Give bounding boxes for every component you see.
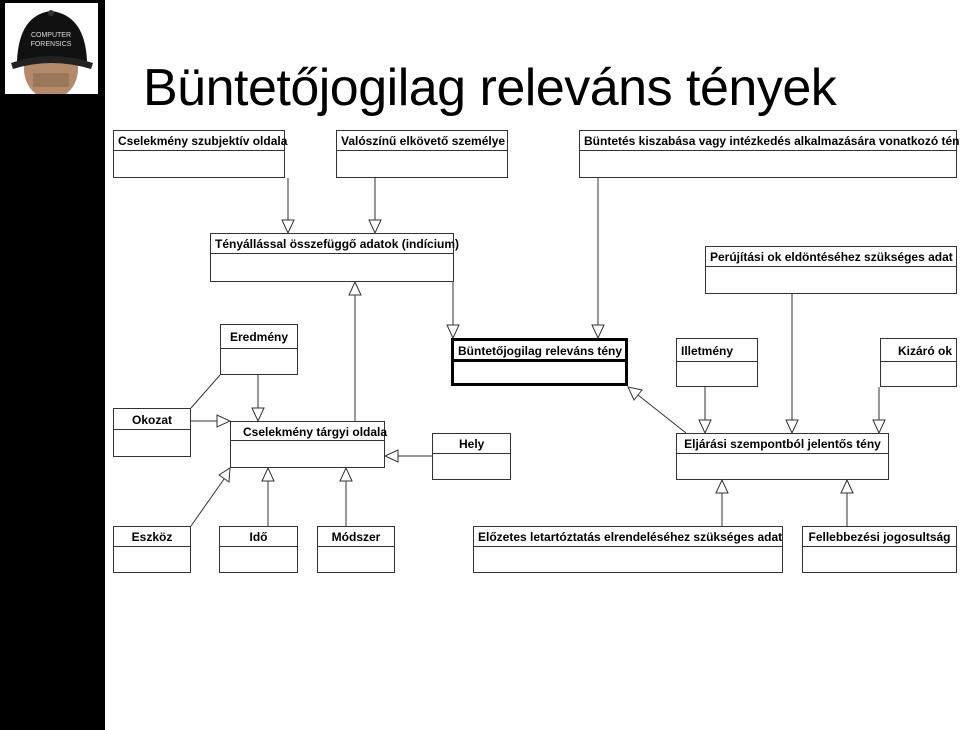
node-label: Eredmény: [221, 325, 297, 349]
node-eljarasi-szempontbol: Eljárási szempontból jelentős tény: [676, 433, 889, 480]
node-eszkoz: Eszköz: [113, 526, 191, 573]
arrowhead-icon: [627, 386, 643, 401]
node-elozetes-letartoztatas: Előzetes letartóztatás elrendeléséhez sz…: [473, 526, 783, 573]
node-label: Kizáró ok: [881, 339, 956, 362]
node-label: Hely: [433, 434, 510, 454]
connector-line: [190, 374, 221, 409]
node-label: Előzetes letartóztatás elrendeléséhez sz…: [474, 527, 782, 547]
forensics-logo: COMPUTER FORENSICS: [5, 3, 98, 94]
node-indicium: Tényállással összefüggő adatok (indícium…: [210, 233, 459, 282]
forensics-cap-icon: COMPUTER FORENSICS: [11, 10, 93, 94]
svg-text:COMPUTER: COMPUTER: [31, 32, 71, 39]
node-label: Idő: [220, 527, 297, 547]
arrowhead-icon: [339, 466, 353, 482]
node-label: Módszer: [318, 527, 394, 547]
arrowhead-icon: [281, 219, 295, 235]
arrowhead-icon: [446, 324, 460, 340]
arrowhead-icon: [698, 419, 712, 435]
node-buntetojogilag-relevans-teny: Büntetőjogilag releváns tény: [451, 338, 628, 386]
node-label: Perújítási ok eldöntéséhez szükséges ada…: [706, 247, 956, 267]
arrowhead-icon: [383, 449, 399, 463]
node-label: Büntetőjogilag releváns tény: [454, 341, 625, 362]
arrowhead-icon: [591, 324, 605, 340]
arrowhead-icon: [251, 407, 265, 423]
page-title: Büntetőjogilag releváns tények: [143, 59, 837, 117]
node-buntetes-kiszabasa: Büntetés kiszabása vagy intézkedés alkal…: [579, 130, 960, 178]
node-illetmeny: Illetmény: [676, 338, 758, 387]
arrowhead-icon: [785, 419, 799, 435]
svg-text:FORENSICS: FORENSICS: [31, 41, 72, 48]
arrowhead-icon: [261, 466, 275, 482]
arrowhead-icon: [216, 414, 232, 428]
node-label: Okozat: [114, 409, 190, 430]
node-kizaro-ok: Kizáró ok: [880, 338, 957, 387]
node-label: Tényállással összefüggő adatok (indícium…: [211, 234, 459, 254]
node-valoszinu-elkoveto: Valószínű elkövető személye: [336, 130, 508, 178]
arrowhead-icon: [348, 280, 362, 296]
node-label: Illetmény: [677, 339, 757, 362]
node-cselekmeny-szubjektiv: Cselekmény szubjektív oldala: [113, 130, 287, 178]
node-eredmeny: Eredmény: [220, 324, 298, 375]
connector-line: [190, 478, 225, 527]
arrowhead-icon: [715, 478, 729, 494]
arrowhead-icon: [872, 419, 886, 435]
node-label: Valószínű elkövető személye: [337, 131, 507, 151]
node-ido: Idő: [219, 526, 298, 573]
node-label: Fellebbezési jogosultság: [803, 527, 956, 547]
node-label: Eszköz: [114, 527, 190, 547]
node-label: Cselekmény szubjektív oldala: [114, 131, 287, 151]
connector-line: [637, 394, 687, 434]
node-okozat: Okozat: [113, 408, 191, 457]
node-label: Eljárási szempontból jelentős tény: [677, 434, 888, 454]
node-cselekmeny-targyi: Cselekmény tárgyi oldala: [230, 421, 387, 468]
sidebar-bar: COMPUTER FORENSICS: [0, 0, 105, 730]
node-perujitasi-ok: Perújítási ok eldöntéséhez szükséges ada…: [705, 246, 957, 294]
node-label: Cselekmény tárgyi oldala: [231, 422, 387, 441]
arrowhead-icon: [368, 219, 382, 235]
node-hely: Hely: [432, 433, 511, 480]
arrowhead-icon: [218, 467, 231, 483]
node-fellebbezesi-jogosultsag: Fellebbezési jogosultság: [802, 526, 957, 573]
node-label: Büntetés kiszabása vagy intézkedés alkal…: [580, 131, 960, 151]
node-modszer: Módszer: [317, 526, 395, 573]
arrowhead-icon: [840, 478, 854, 494]
